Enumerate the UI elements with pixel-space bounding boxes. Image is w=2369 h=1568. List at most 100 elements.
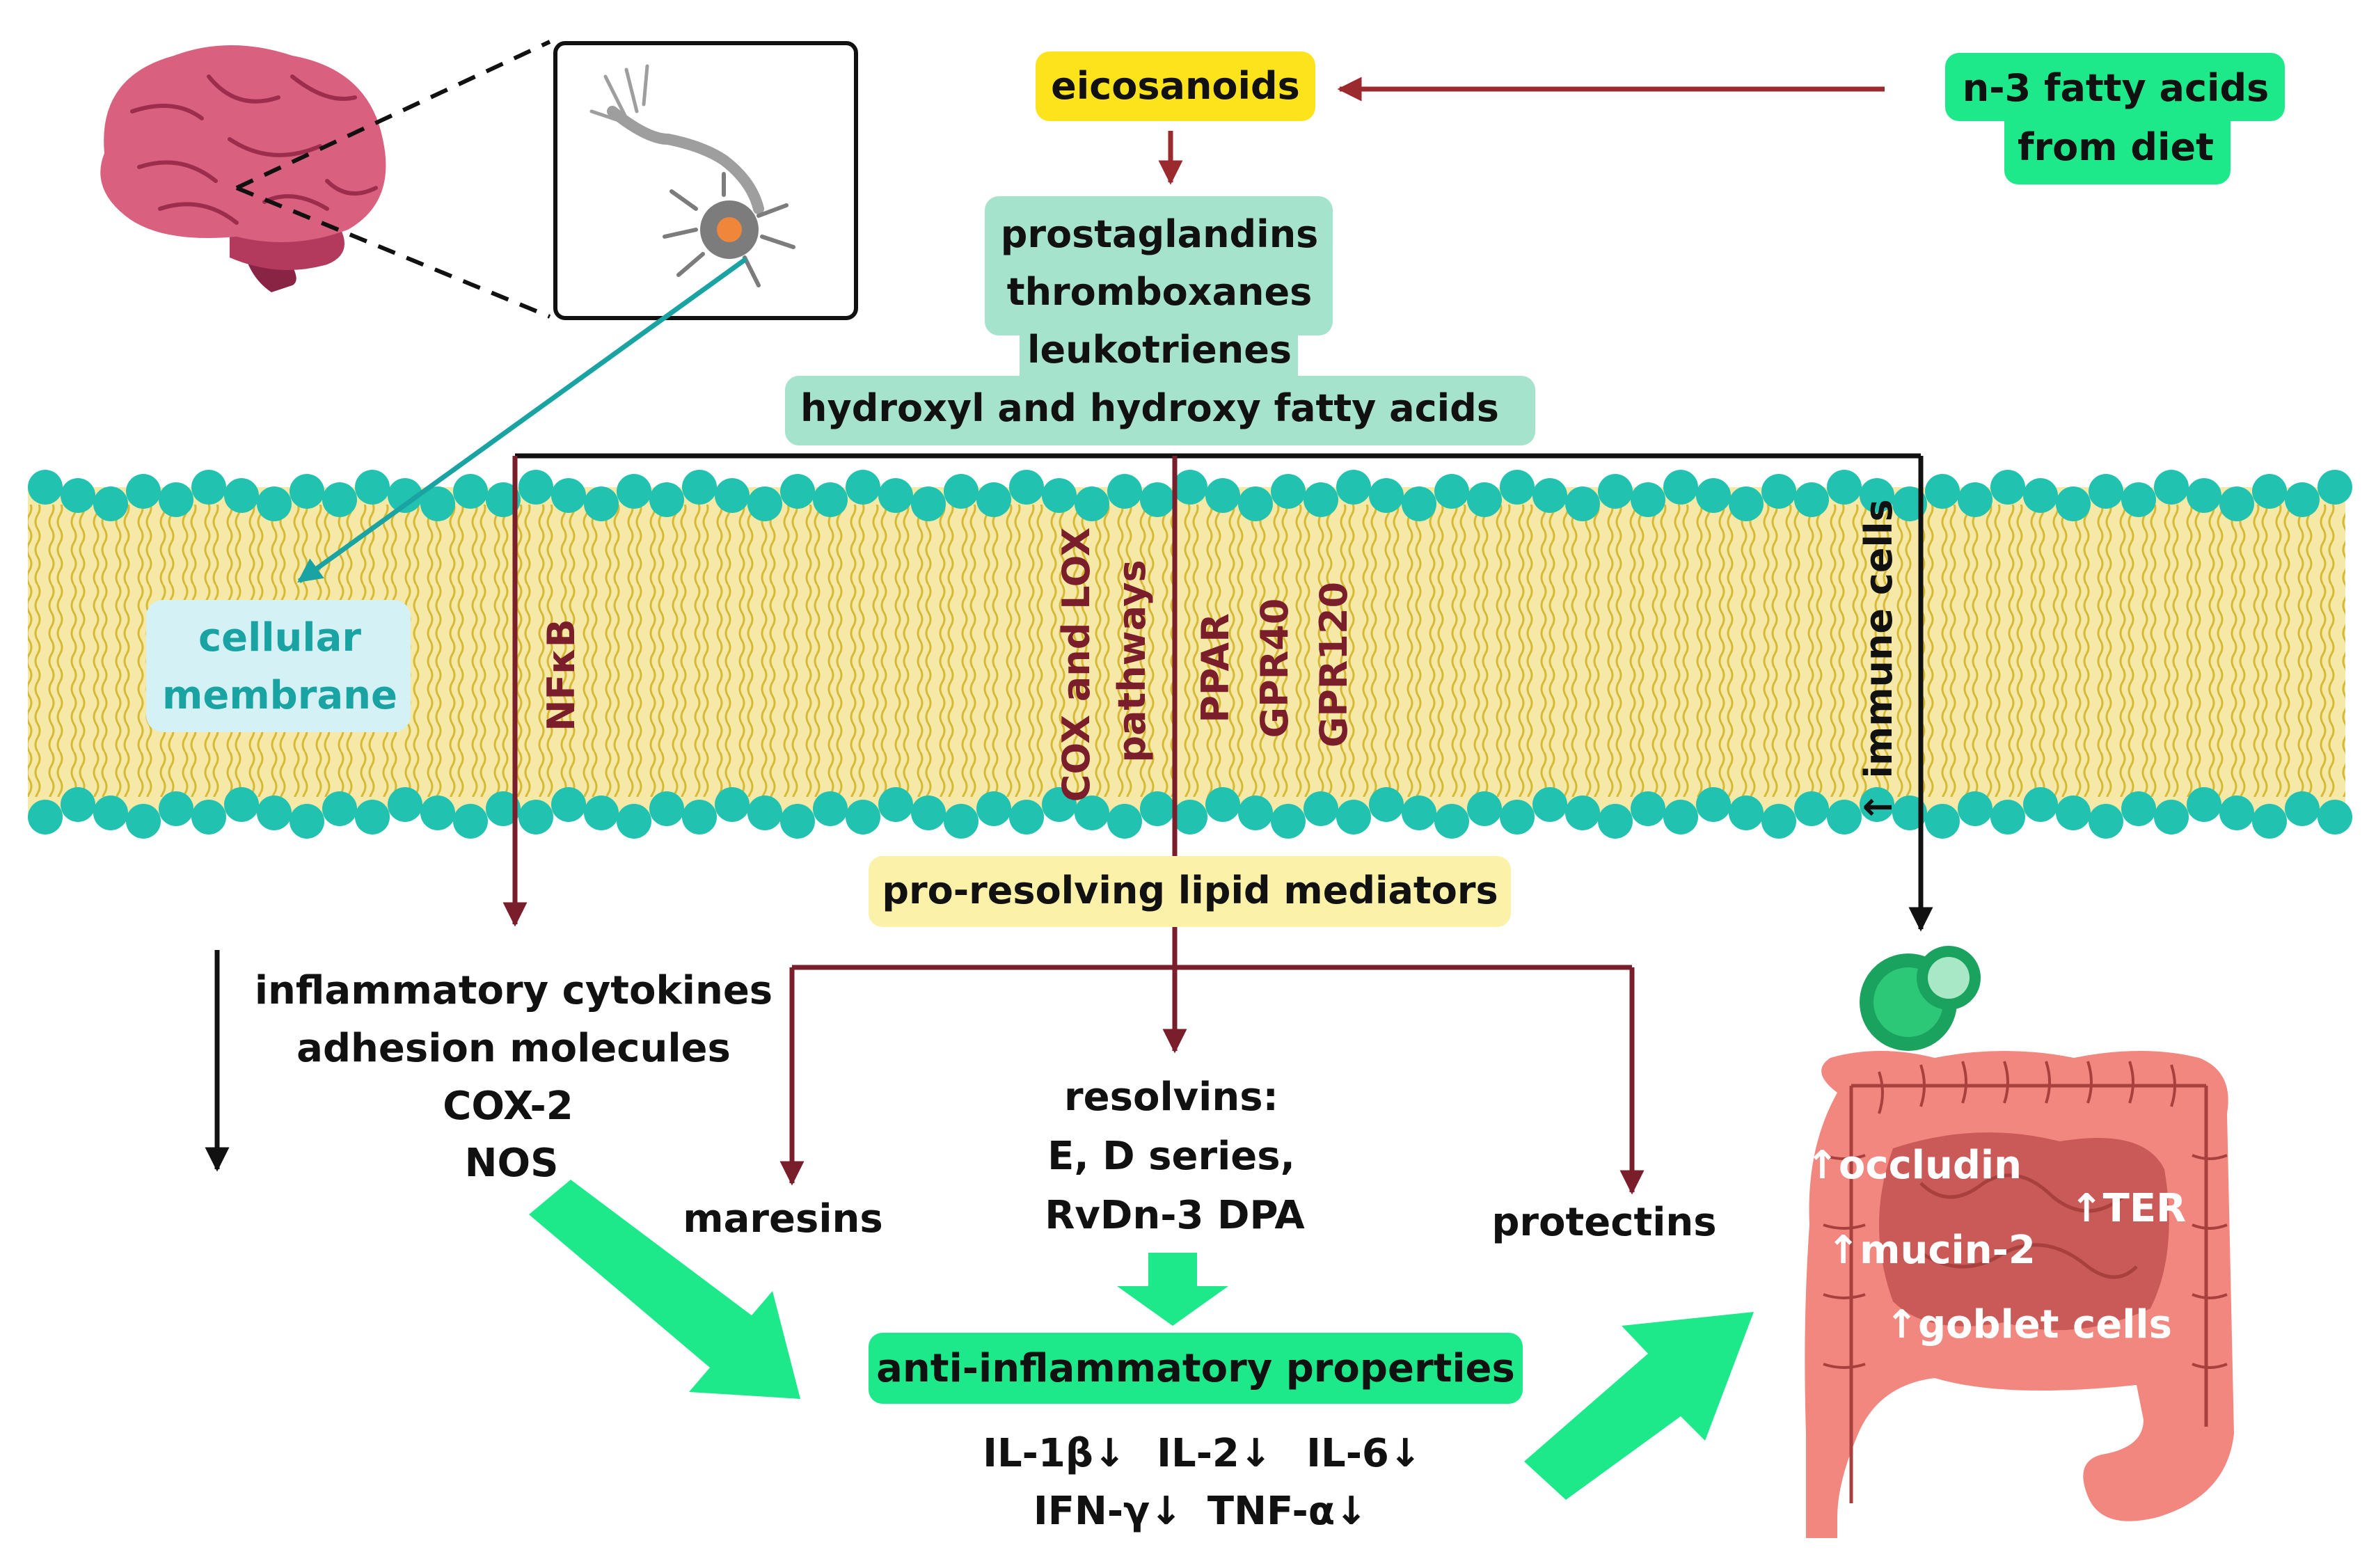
cox-2-label: COX-2 [443, 1084, 573, 1129]
membrane-head [61, 787, 95, 822]
pro-resolving-box [869, 856, 1511, 927]
membrane-head [1631, 791, 1665, 826]
membrane-head [1500, 800, 1535, 834]
membrane-head [1336, 470, 1371, 505]
membrane-head [1990, 470, 2025, 505]
intestine-icon [1805, 1051, 2234, 1538]
membrane-head [1729, 795, 1764, 830]
membrane-head [1434, 804, 1469, 839]
cytokine-il1b: IL-1β↓ [983, 1431, 1126, 1476]
protectins-label: protectins [1491, 1200, 1716, 1245]
green-arrow-center [1117, 1253, 1228, 1326]
membrane-head [2089, 804, 2123, 839]
membrane-head [878, 478, 913, 513]
mediators-box [785, 196, 1535, 445]
membrane-head [61, 478, 95, 513]
membrane-head [1075, 486, 1109, 521]
mediator-leukotrienes: leukotrienes [1027, 328, 1292, 372]
membrane-head [2285, 791, 2320, 826]
membrane-head [1402, 795, 1436, 830]
membrane-head [1565, 795, 1600, 830]
membrane-head [1925, 474, 1960, 509]
membrane-head [649, 791, 684, 826]
membrane-head [1631, 482, 1665, 517]
membrane-head [388, 478, 422, 513]
membrane-head [944, 804, 978, 839]
membrane-head [1304, 791, 1338, 826]
membrane-head [747, 795, 782, 830]
membrane-head [747, 486, 782, 521]
membrane-head [486, 791, 521, 826]
membrane-head [453, 804, 488, 839]
membrane-head [1009, 800, 1044, 834]
membrane-head [1205, 478, 1240, 513]
membrane-head [2056, 486, 2091, 521]
membrane-head [1663, 800, 1698, 834]
membrane-head [28, 470, 63, 505]
membrane-head [355, 800, 390, 834]
neuron-icon [553, 41, 858, 320]
membrane-head [1369, 787, 1404, 822]
membrane-head [1238, 486, 1273, 521]
membrane-head [1532, 787, 1567, 822]
membrane-head [290, 804, 324, 839]
membrane-head [159, 482, 193, 517]
membrane-head [1336, 800, 1371, 834]
receptor-gpr120: GPR120 [1312, 582, 1356, 747]
membrane-head [2056, 795, 2091, 830]
membrane-head [518, 800, 553, 834]
occludin-label: ↑occludin [1806, 1143, 2022, 1188]
membrane-head [1958, 791, 1992, 826]
goblet-cells-label: ↑goblet cells [1885, 1302, 2172, 1347]
zoom-lines [235, 40, 551, 319]
membrane-head [1467, 791, 1502, 826]
membrane-head [1009, 470, 1044, 505]
membrane-head [1827, 800, 1862, 834]
membrane-head [1696, 787, 1731, 822]
membrane-head [486, 482, 521, 517]
membrane-head [780, 474, 815, 509]
membrane-head [388, 787, 422, 822]
membrane-head [2252, 804, 2287, 839]
brain-icon [100, 45, 386, 292]
adhesion-molecules: adhesion molecules [296, 1026, 731, 1071]
membrane-head [1304, 482, 1338, 517]
membrane-head [1925, 804, 1960, 839]
nfkb-label: NFκB [539, 619, 583, 731]
membrane-head [715, 787, 750, 822]
membrane-head [617, 474, 651, 509]
membrane-head [453, 474, 488, 509]
cytokine-tnfa: TNF-α↓ [1207, 1489, 1368, 1534]
cytokine-il2: IL-2↓ [1157, 1431, 1272, 1476]
membrane-head [2318, 470, 2352, 505]
membrane-head [355, 470, 390, 505]
green-arrow-right [1524, 1312, 1754, 1500]
membrane-head [2023, 787, 2058, 822]
membrane-head [2252, 474, 2287, 509]
membrane-head [1598, 804, 1633, 839]
green-arrow-left [529, 1180, 800, 1399]
membrane-head [1238, 795, 1273, 830]
connector-lines [205, 453, 1933, 1195]
eicosanoids-label: eicosanoids [1051, 64, 1300, 108]
membrane-head [649, 482, 684, 517]
membrane-head [224, 787, 259, 822]
membrane-head [518, 470, 553, 505]
membrane-head [944, 474, 978, 509]
membrane-head [159, 791, 193, 826]
membrane-head [420, 486, 455, 521]
membrane-head [2121, 791, 2156, 826]
membrane-head [1532, 478, 1567, 513]
membrane-head [1958, 482, 1992, 517]
membrane-head [126, 804, 161, 839]
membrane-head [1173, 470, 1207, 505]
membrane-head [715, 478, 750, 513]
diet-label-line2: from diet [2018, 125, 2214, 169]
membrane-head [1271, 474, 1306, 509]
membrane-head [2154, 470, 2189, 505]
membrane-head [2154, 800, 2189, 834]
inflammatory-cytokines: inflammatory cytokines [255, 968, 772, 1013]
membrane-head [813, 791, 848, 826]
cellular-membrane-line1: cellular [198, 615, 361, 660]
